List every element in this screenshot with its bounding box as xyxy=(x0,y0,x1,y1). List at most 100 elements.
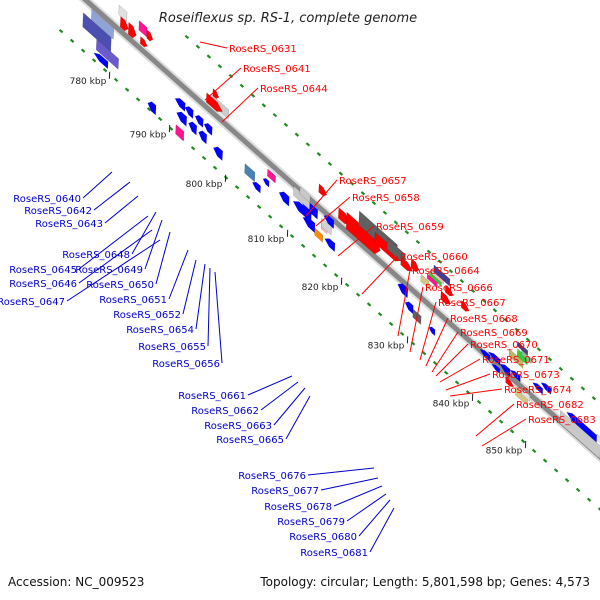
label-leader xyxy=(369,507,395,553)
gene-feature xyxy=(428,326,436,337)
gene-label: RoseRS_0683 xyxy=(528,415,596,426)
dot-track-mark xyxy=(316,151,322,157)
label-leader xyxy=(182,259,197,315)
gene-label: RoseRS_0679 xyxy=(277,517,345,528)
gene-feature xyxy=(267,168,276,184)
gene-feature xyxy=(540,382,552,395)
scale-tick-label: 820 kbp xyxy=(302,283,339,293)
label-leader xyxy=(431,331,459,373)
gene-label: RoseRS_0669 xyxy=(460,328,528,339)
dot-track-mark xyxy=(393,220,399,225)
dot-track-mark xyxy=(382,210,388,215)
dot-track-mark xyxy=(157,116,163,122)
label-leader xyxy=(204,67,242,101)
gene-feature xyxy=(262,178,270,188)
label-leader xyxy=(435,343,469,377)
label-leader xyxy=(320,477,379,491)
gene-feature xyxy=(93,52,109,70)
dot-track-mark xyxy=(58,28,64,34)
gene-feature xyxy=(299,186,311,204)
gene-label: RoseRS_0662 xyxy=(191,406,259,417)
gene-features xyxy=(82,4,600,460)
scale-tick-label: 840 kbp xyxy=(433,399,470,409)
dot-track-mark xyxy=(597,507,600,511)
dot-track-mark xyxy=(338,171,344,176)
scale-tick-label: 780 kbp xyxy=(70,77,107,87)
gene-label: RoseRS_0651 xyxy=(99,295,167,306)
gene-feature xyxy=(174,98,186,113)
gene-label: RoseRS_0658 xyxy=(352,193,420,204)
label-leader xyxy=(449,388,503,397)
gene-feature xyxy=(444,284,454,297)
dot-track-mark xyxy=(80,48,86,53)
dot-track-mark xyxy=(531,448,537,454)
gene-feature xyxy=(82,12,112,53)
scale-tick-label: 800 kbp xyxy=(186,180,223,190)
dot-track-mark xyxy=(448,269,454,274)
label-leader xyxy=(285,395,311,440)
dot-track-mark xyxy=(135,97,141,102)
dot-track-mark xyxy=(195,44,201,49)
dot-track-mark xyxy=(333,272,339,278)
label-leaders xyxy=(66,41,527,553)
label-leader xyxy=(439,358,481,383)
label-leader xyxy=(195,263,206,330)
gene-labels: RoseRS_0631RoseRS_0641RoseRS_0644RoseRS_… xyxy=(0,44,596,559)
dot-track-mark xyxy=(360,191,366,196)
dot-track-mark xyxy=(190,146,196,151)
gene-label: RoseRS_0647 xyxy=(0,297,65,308)
gene-feature xyxy=(244,163,256,183)
gene-label: RoseRS_0681 xyxy=(300,548,368,559)
dot-track-mark xyxy=(294,132,300,137)
dot-track-mark xyxy=(492,308,498,313)
dot-track-mark xyxy=(542,458,548,463)
gene-feature xyxy=(127,21,137,39)
gene-feature xyxy=(487,351,501,366)
dot-track-mark xyxy=(256,204,262,210)
label-leader xyxy=(397,269,411,337)
dot-track-mark xyxy=(212,165,218,170)
gene-label: RoseRS_0643 xyxy=(35,219,103,230)
gene-label: RoseRS_0644 xyxy=(260,84,328,95)
scale-tick-label: 850 kbp xyxy=(486,446,523,456)
gene-feature xyxy=(410,257,420,272)
gene-feature xyxy=(139,35,148,48)
gene-feature xyxy=(176,111,188,127)
gene-feature xyxy=(517,341,529,356)
gene-label: RoseRS_0665 xyxy=(216,435,284,446)
dot-track-mark xyxy=(498,419,504,424)
label-leader xyxy=(419,301,437,361)
dot-track-mark xyxy=(586,497,592,502)
label-leader xyxy=(168,249,189,300)
gene-label: RoseRS_0650 xyxy=(86,280,154,291)
label-leader xyxy=(307,467,375,476)
dot-track-mark xyxy=(250,93,256,98)
gene-label: RoseRS_0673 xyxy=(492,370,560,381)
dot-track-mark xyxy=(388,321,394,327)
gene-feature xyxy=(203,123,213,137)
label-leader xyxy=(93,181,131,211)
gene-feature xyxy=(188,121,198,136)
gene-feature xyxy=(521,387,531,403)
gene-label: RoseRS_0670 xyxy=(470,340,538,351)
map-title: Roseiflexus sp. RS-1, complete genome xyxy=(159,11,417,26)
dot-track-mark xyxy=(459,278,465,284)
label-leader xyxy=(199,41,228,49)
gene-feature xyxy=(95,38,119,70)
gene-feature xyxy=(194,115,204,129)
gene-label: RoseRS_0671 xyxy=(482,355,550,366)
dot-track-mark xyxy=(113,77,119,83)
gene-feature xyxy=(460,299,470,312)
dot-track-mark xyxy=(547,356,553,362)
dot-track-mark xyxy=(591,396,597,401)
label-leader xyxy=(315,196,351,227)
gene-label: RoseRS_0680 xyxy=(289,532,357,543)
label-leader xyxy=(445,373,491,391)
accession-label: Accession: NC_009523 xyxy=(8,575,144,589)
gene-label: RoseRS_0661 xyxy=(178,391,246,402)
label-leader xyxy=(425,317,449,367)
dot-track-mark xyxy=(234,185,240,190)
label-leader xyxy=(207,267,211,347)
gene-feature xyxy=(440,290,452,305)
